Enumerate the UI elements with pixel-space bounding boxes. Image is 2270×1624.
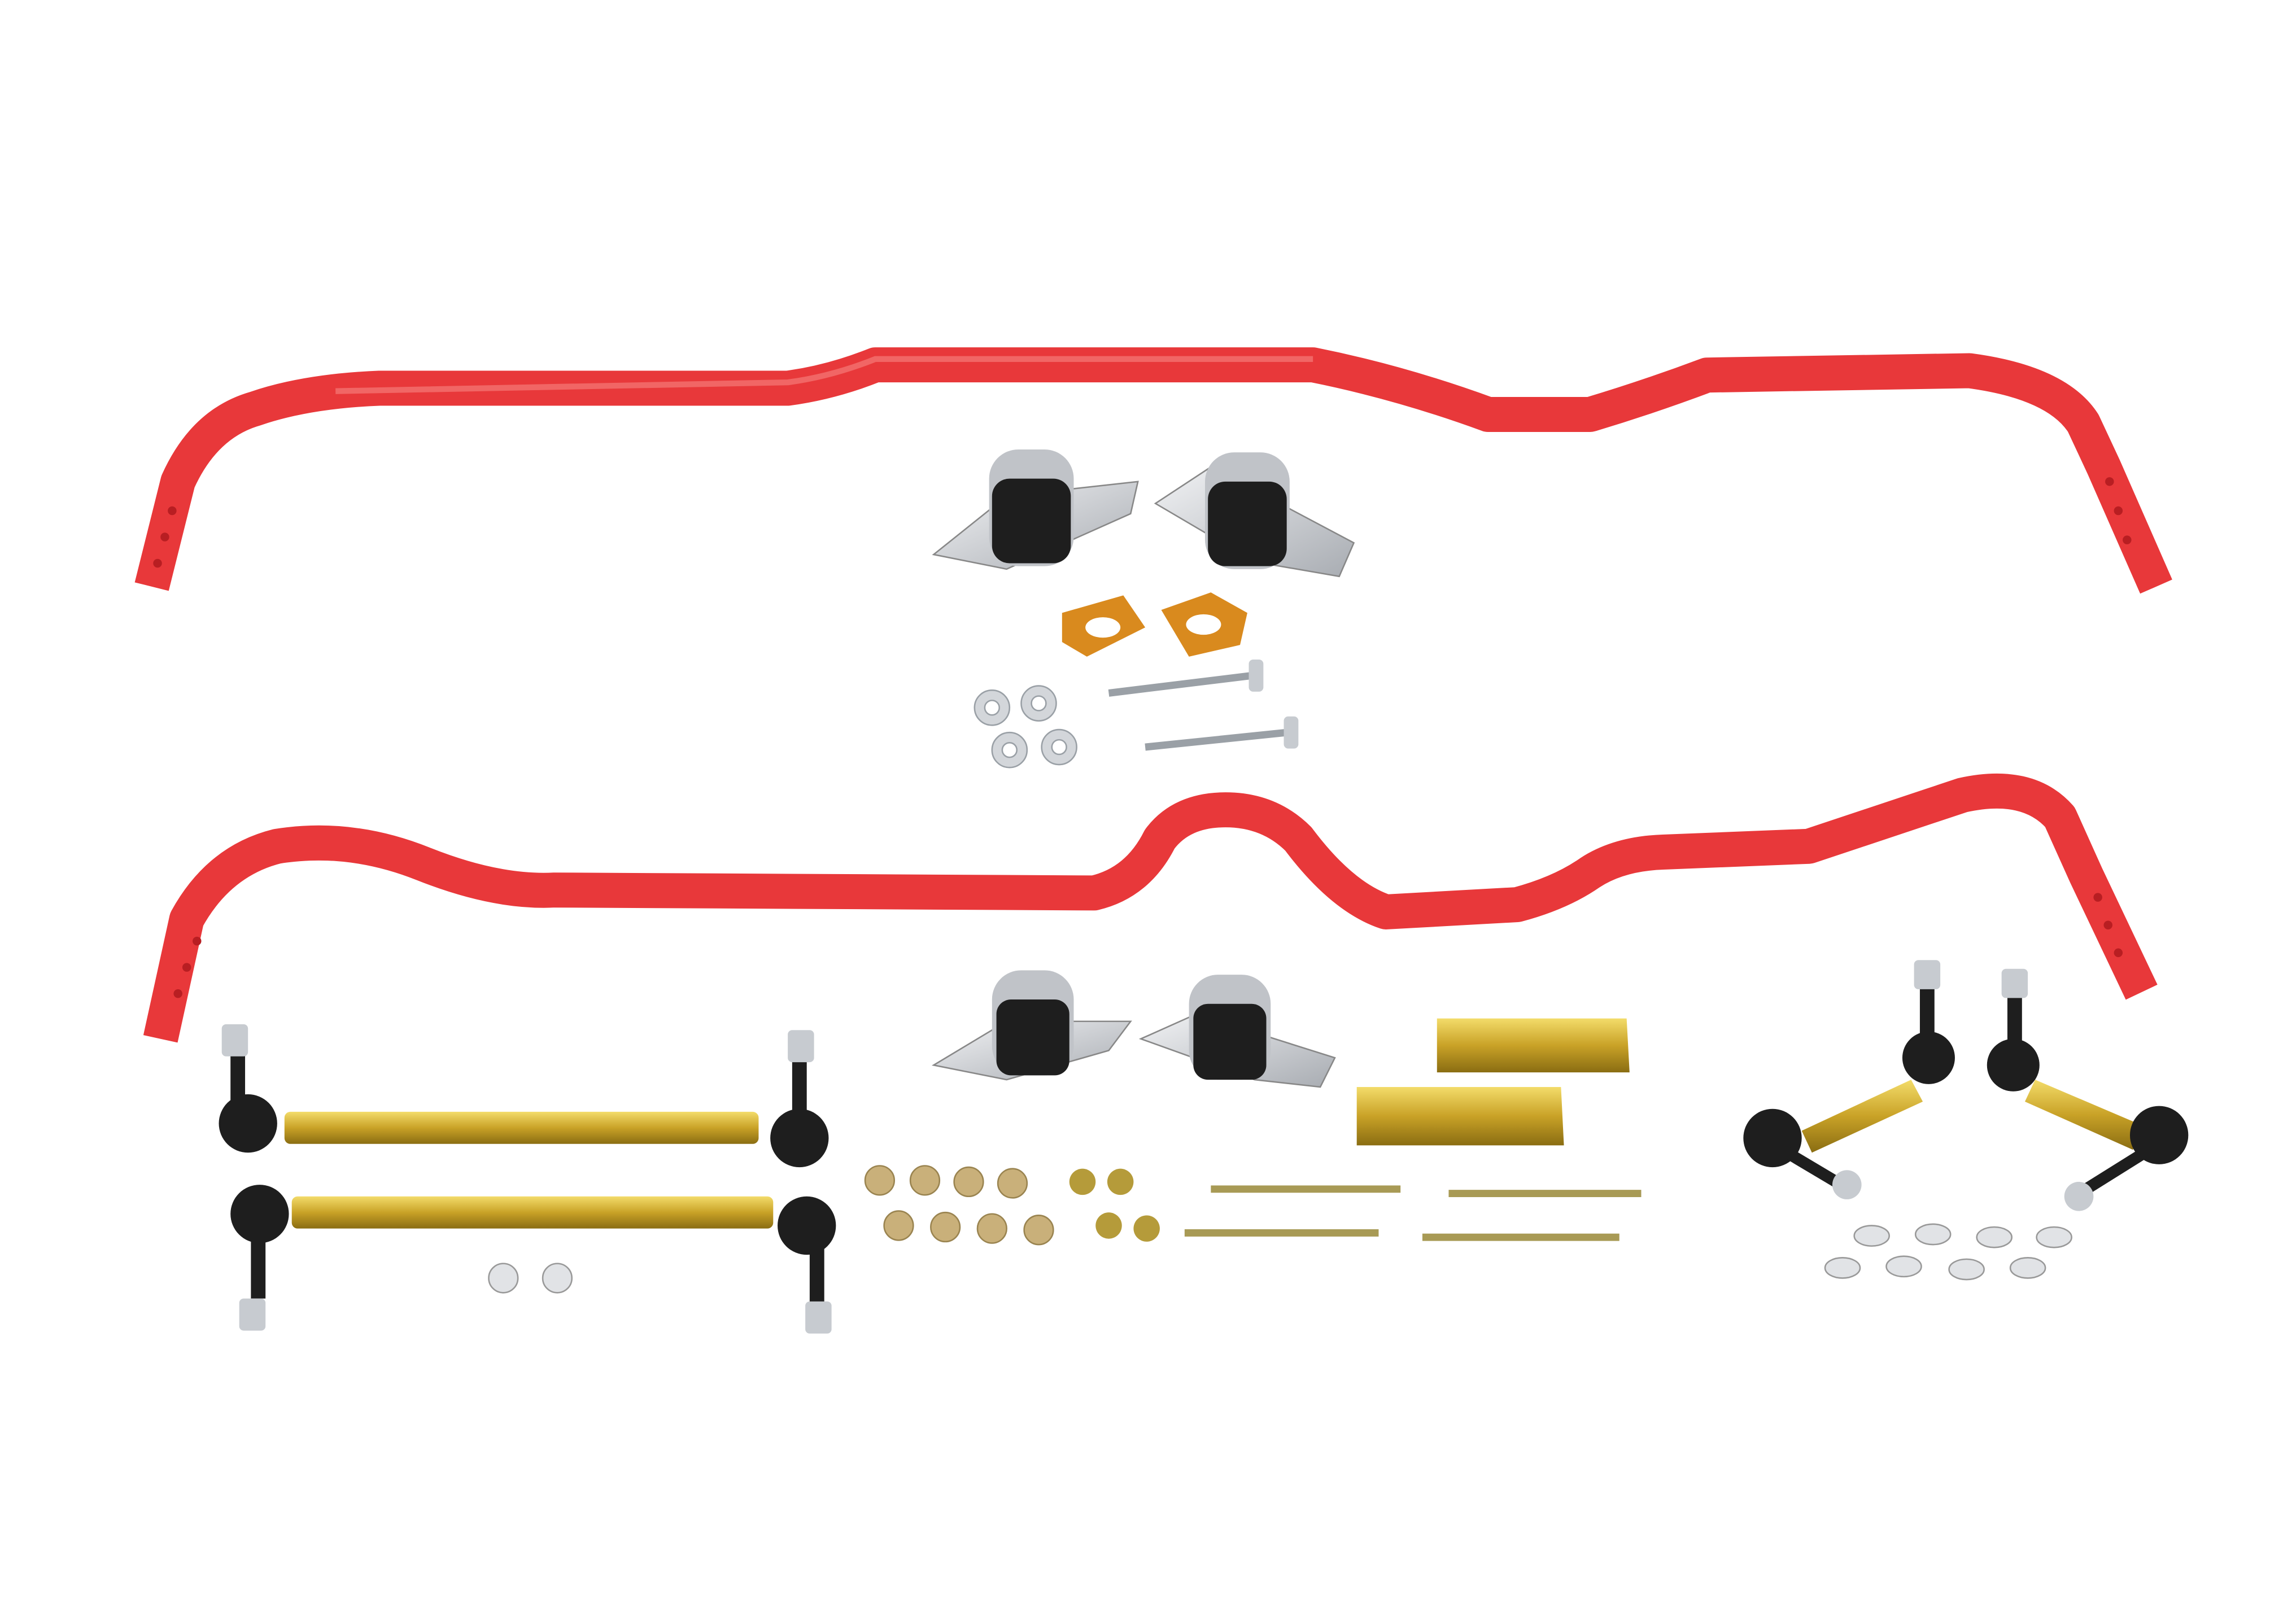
front-sway-bar [134, 347, 2172, 594]
rear-sway-bar [143, 773, 2158, 1043]
orange-spacers [1062, 592, 1247, 657]
top-washers [974, 685, 1077, 769]
right-washers [1824, 1223, 2072, 1281]
long-bolts [1184, 1185, 1642, 1241]
front-bushing-brackets [932, 449, 1355, 578]
brass-washers [864, 1165, 1054, 1246]
right-end-links [1743, 960, 2189, 1211]
gold-clamp-blocks [1356, 1018, 1630, 1146]
left-end-links [219, 1024, 836, 1334]
top-bolts [1108, 660, 1299, 751]
rear-bushing-brackets [931, 970, 1336, 1088]
lock-nuts [1069, 1168, 1160, 1242]
